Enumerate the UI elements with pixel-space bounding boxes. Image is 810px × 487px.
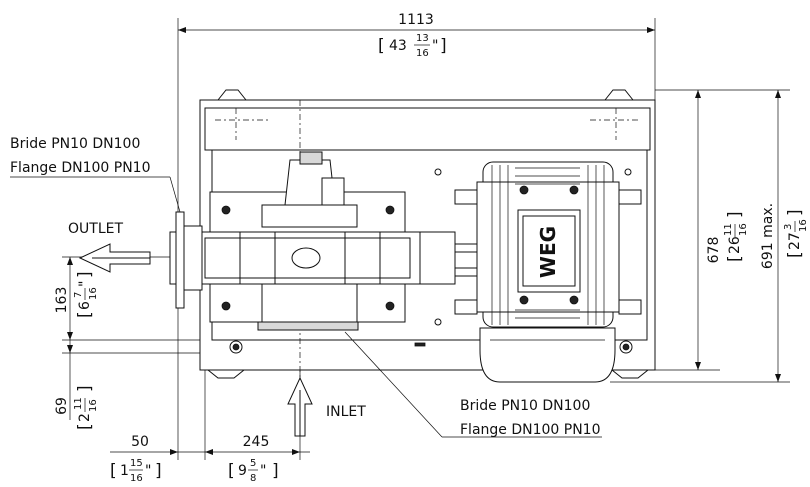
height-den: 16 bbox=[738, 223, 749, 236]
overall-width-dimension: 1113 [ 43 13 16 " ] bbox=[177, 12, 656, 225]
outlet-flange-fr: Bride PN10 DN100 bbox=[10, 136, 140, 152]
height-bracket-left: [ bbox=[725, 255, 745, 262]
outlet-height-num: 7 bbox=[73, 292, 84, 298]
left-margin-den: 16 bbox=[130, 473, 143, 484]
overall-width-den: 16 bbox=[416, 48, 429, 59]
inlet-offset-inch: 2 bbox=[77, 413, 93, 422]
inlet-position-bracket-left: [ bbox=[228, 461, 235, 481]
outlet-flange-en: Flange DN100 PN10 bbox=[10, 160, 151, 176]
blower-unit bbox=[169, 151, 488, 331]
left-margin-bracket-left: [ bbox=[110, 461, 117, 481]
height-max-den: 16 bbox=[798, 219, 809, 232]
inlet-flange-callout: Bride PN10 DN100 Flange DN100 PN10 bbox=[344, 331, 602, 438]
height-inch: 26 bbox=[727, 236, 743, 254]
overall-width-bracket-right: ] bbox=[440, 36, 447, 56]
outlet-flange-callout: Bride PN10 DN100 Flange DN100 PN10 bbox=[10, 136, 181, 213]
overall-width-inch: 43 bbox=[389, 38, 407, 54]
height-max-mm: 691 max. bbox=[760, 203, 776, 269]
outlet-height-mm: 163 bbox=[54, 287, 70, 314]
outlet-height-quote: " bbox=[77, 281, 93, 287]
inlet-offset-mm: 69 bbox=[54, 397, 70, 415]
height-num: 11 bbox=[723, 223, 734, 236]
inlet-position-bracket-right: ] bbox=[272, 461, 279, 481]
outlet-label: OUTLET bbox=[68, 221, 123, 237]
overall-width-mm: 1113 bbox=[398, 12, 434, 28]
outlet-arrow: OUTLET bbox=[68, 221, 151, 273]
height-dimensions: 678 [ 26 11 16 ] 691 max. [ 27 3 16 ] bbox=[610, 89, 809, 383]
left-margin-bracket-right: ] bbox=[155, 461, 162, 481]
inlet-offset-num: 11 bbox=[73, 397, 84, 410]
left-margin-mm: 50 bbox=[131, 434, 149, 450]
left-margin-inch: 1 bbox=[120, 463, 129, 479]
motor-fins bbox=[491, 165, 605, 325]
inlet-position-num: 5 bbox=[250, 458, 256, 469]
height-mm: 678 bbox=[706, 237, 722, 264]
bottom-dimensions: 50 [ 1 15 16 " ] 245 [ 9 5 8 " ] bbox=[110, 225, 310, 484]
inlet-flange-fr: Bride PN10 DN100 bbox=[460, 398, 590, 414]
inlet-position-mm: 245 bbox=[243, 434, 270, 450]
height-bracket-right: ] bbox=[725, 211, 745, 218]
left-dimensions: 163 [ 6 7 16 " ] 69 [ 2 11 16 ] bbox=[54, 256, 360, 430]
height-max-bracket-left: [ bbox=[785, 251, 805, 258]
height-max-inch: 27 bbox=[787, 232, 803, 250]
outlet-height-bracket-right: ] bbox=[75, 271, 95, 278]
inlet-position-den: 8 bbox=[250, 473, 256, 484]
inlet-offset-den: 16 bbox=[88, 399, 99, 412]
overall-width-num: 13 bbox=[416, 33, 429, 44]
left-margin-quote: " bbox=[145, 463, 151, 479]
inlet-position-inch: 9 bbox=[238, 463, 247, 479]
inlet-flange-en: Flange DN100 PN10 bbox=[460, 422, 601, 438]
overall-width-bracket-left: [ bbox=[378, 36, 385, 56]
height-max-num: 3 bbox=[783, 224, 794, 230]
left-margin-num: 15 bbox=[130, 458, 143, 469]
electric-motor: WEG bbox=[454, 161, 642, 383]
motor-logo: WEG bbox=[536, 226, 560, 278]
inlet-arrow: INLET bbox=[287, 376, 366, 437]
height-max-bracket-right: ] bbox=[785, 209, 805, 216]
overall-width-quote: " bbox=[432, 38, 438, 54]
inlet-offset-bracket-left: [ bbox=[75, 423, 95, 430]
outlet-height-inch: 6 bbox=[77, 301, 93, 310]
inlet-position-quote: " bbox=[260, 463, 266, 479]
outlet-height-bracket-left: [ bbox=[75, 311, 95, 318]
inlet-label: INLET bbox=[326, 404, 366, 420]
outlet-height-den: 16 bbox=[88, 287, 99, 300]
inlet-offset-bracket-right: ] bbox=[75, 385, 95, 392]
